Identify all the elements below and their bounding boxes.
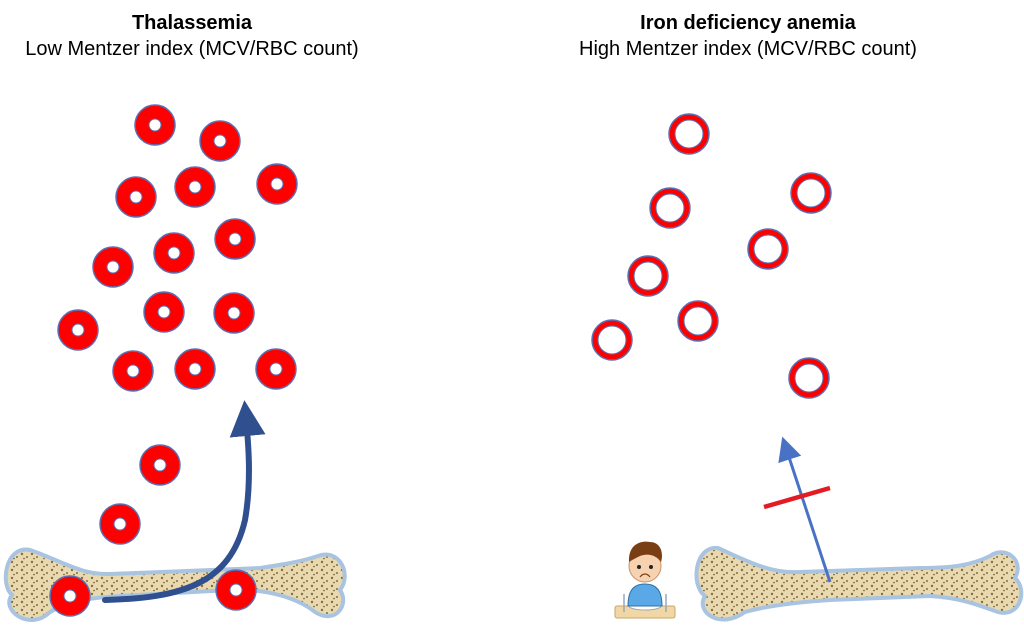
red-blood-cell — [591, 319, 633, 361]
red-blood-cell — [649, 187, 691, 229]
red-blood-cell — [134, 104, 176, 146]
right-panel-title: Iron deficiency anemia High Mentzer inde… — [552, 10, 944, 62]
sad-child-with-empty-plate-icon — [614, 541, 676, 619]
iron-deficiency-cells — [591, 113, 832, 399]
red-blood-cell — [747, 228, 789, 270]
red-blood-cell — [790, 172, 832, 214]
red-blood-cell — [788, 357, 830, 399]
production-arrow — [102, 400, 266, 603]
block-mark — [763, 485, 831, 510]
blocked-production-arrow — [778, 436, 832, 583]
red-blood-cell — [627, 255, 669, 297]
red-blood-cell — [199, 120, 241, 162]
thalassemia-subtitle: Low Mentzer index (MCV/RBC count) — [25, 38, 359, 60]
iron-deficiency-subtitle: High Mentzer index (MCV/RBC count) — [579, 38, 917, 60]
red-blood-cell — [99, 503, 141, 545]
red-blood-cell — [256, 163, 298, 205]
red-blood-cell — [174, 166, 216, 208]
red-blood-cell — [57, 309, 99, 351]
left-bone-icon — [3, 547, 347, 622]
red-blood-cell — [112, 350, 154, 392]
iron-deficiency-title: Iron deficiency anemia — [640, 12, 856, 34]
thalassemia-cells — [49, 104, 298, 617]
right-bone-icon — [694, 545, 1024, 622]
red-blood-cell — [153, 232, 195, 274]
red-blood-cell — [214, 218, 256, 260]
red-blood-cell — [215, 569, 257, 611]
red-blood-cell — [92, 246, 134, 288]
red-blood-cell — [115, 176, 157, 218]
left-panel-title: Thalassemia Low Mentzer index (MCV/RBC c… — [0, 10, 384, 62]
thalassemia-title: Thalassemia — [131, 12, 253, 34]
red-blood-cell — [668, 113, 710, 155]
red-blood-cell — [255, 348, 297, 390]
red-blood-cell — [143, 291, 185, 333]
red-blood-cell — [213, 292, 255, 334]
red-blood-cell — [677, 300, 719, 342]
red-blood-cell — [49, 575, 91, 617]
red-blood-cell — [139, 444, 181, 486]
red-blood-cell — [174, 348, 216, 390]
